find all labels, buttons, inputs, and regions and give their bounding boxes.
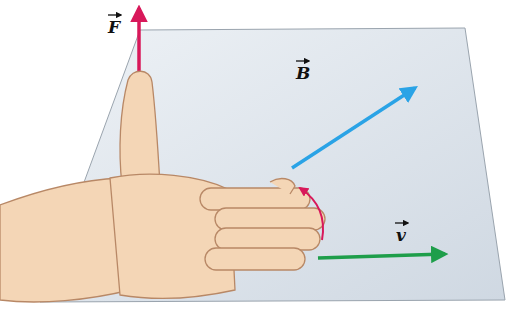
hand [0,71,325,302]
velocity-vector [318,254,445,258]
field-label: B [296,65,310,82]
field-vector [292,88,415,168]
vector-accent [395,222,408,223]
velocity-label: v [396,227,406,244]
force-label: F [108,19,120,36]
curl-arrow [300,188,323,240]
vector-accent [296,60,309,61]
vector-accent [108,14,121,15]
